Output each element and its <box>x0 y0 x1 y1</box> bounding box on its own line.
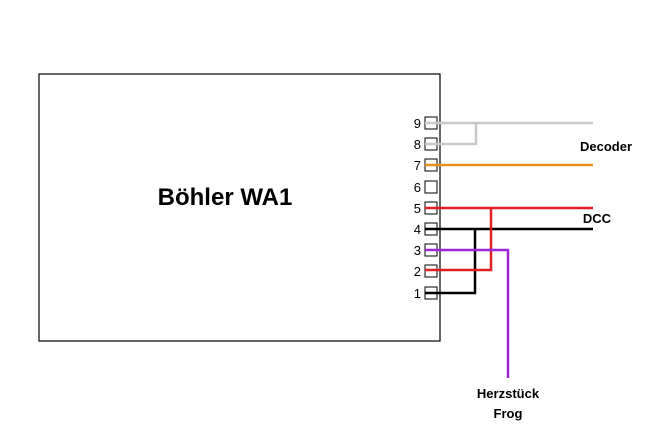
pin-9-label: 9 <box>414 116 421 131</box>
device-box <box>38 73 441 342</box>
pin-3-label: 3 <box>414 243 421 258</box>
wires <box>425 121 593 378</box>
decoder-label: Decoder <box>580 139 632 154</box>
pin-7-label: 7 <box>414 158 421 173</box>
wire-gray-pin8 <box>425 123 478 146</box>
frog-label-en: Frog <box>494 406 523 421</box>
wire-purple-frog <box>425 248 510 378</box>
pin-8-label: 8 <box>414 137 421 152</box>
pin-1-label: 1 <box>414 286 421 301</box>
pin-4-label: 4 <box>414 222 421 237</box>
frog-label-de: Herzstück <box>477 386 540 401</box>
pin-2-label: 2 <box>414 264 421 279</box>
pin-5-label: 5 <box>414 201 421 216</box>
device-title: Böhler WA1 <box>158 184 293 211</box>
pin-6-label: 6 <box>414 180 421 195</box>
wire-red-pin2 <box>425 208 493 272</box>
pin-6-socket <box>424 180 438 194</box>
dcc-label: DCC <box>583 211 612 226</box>
